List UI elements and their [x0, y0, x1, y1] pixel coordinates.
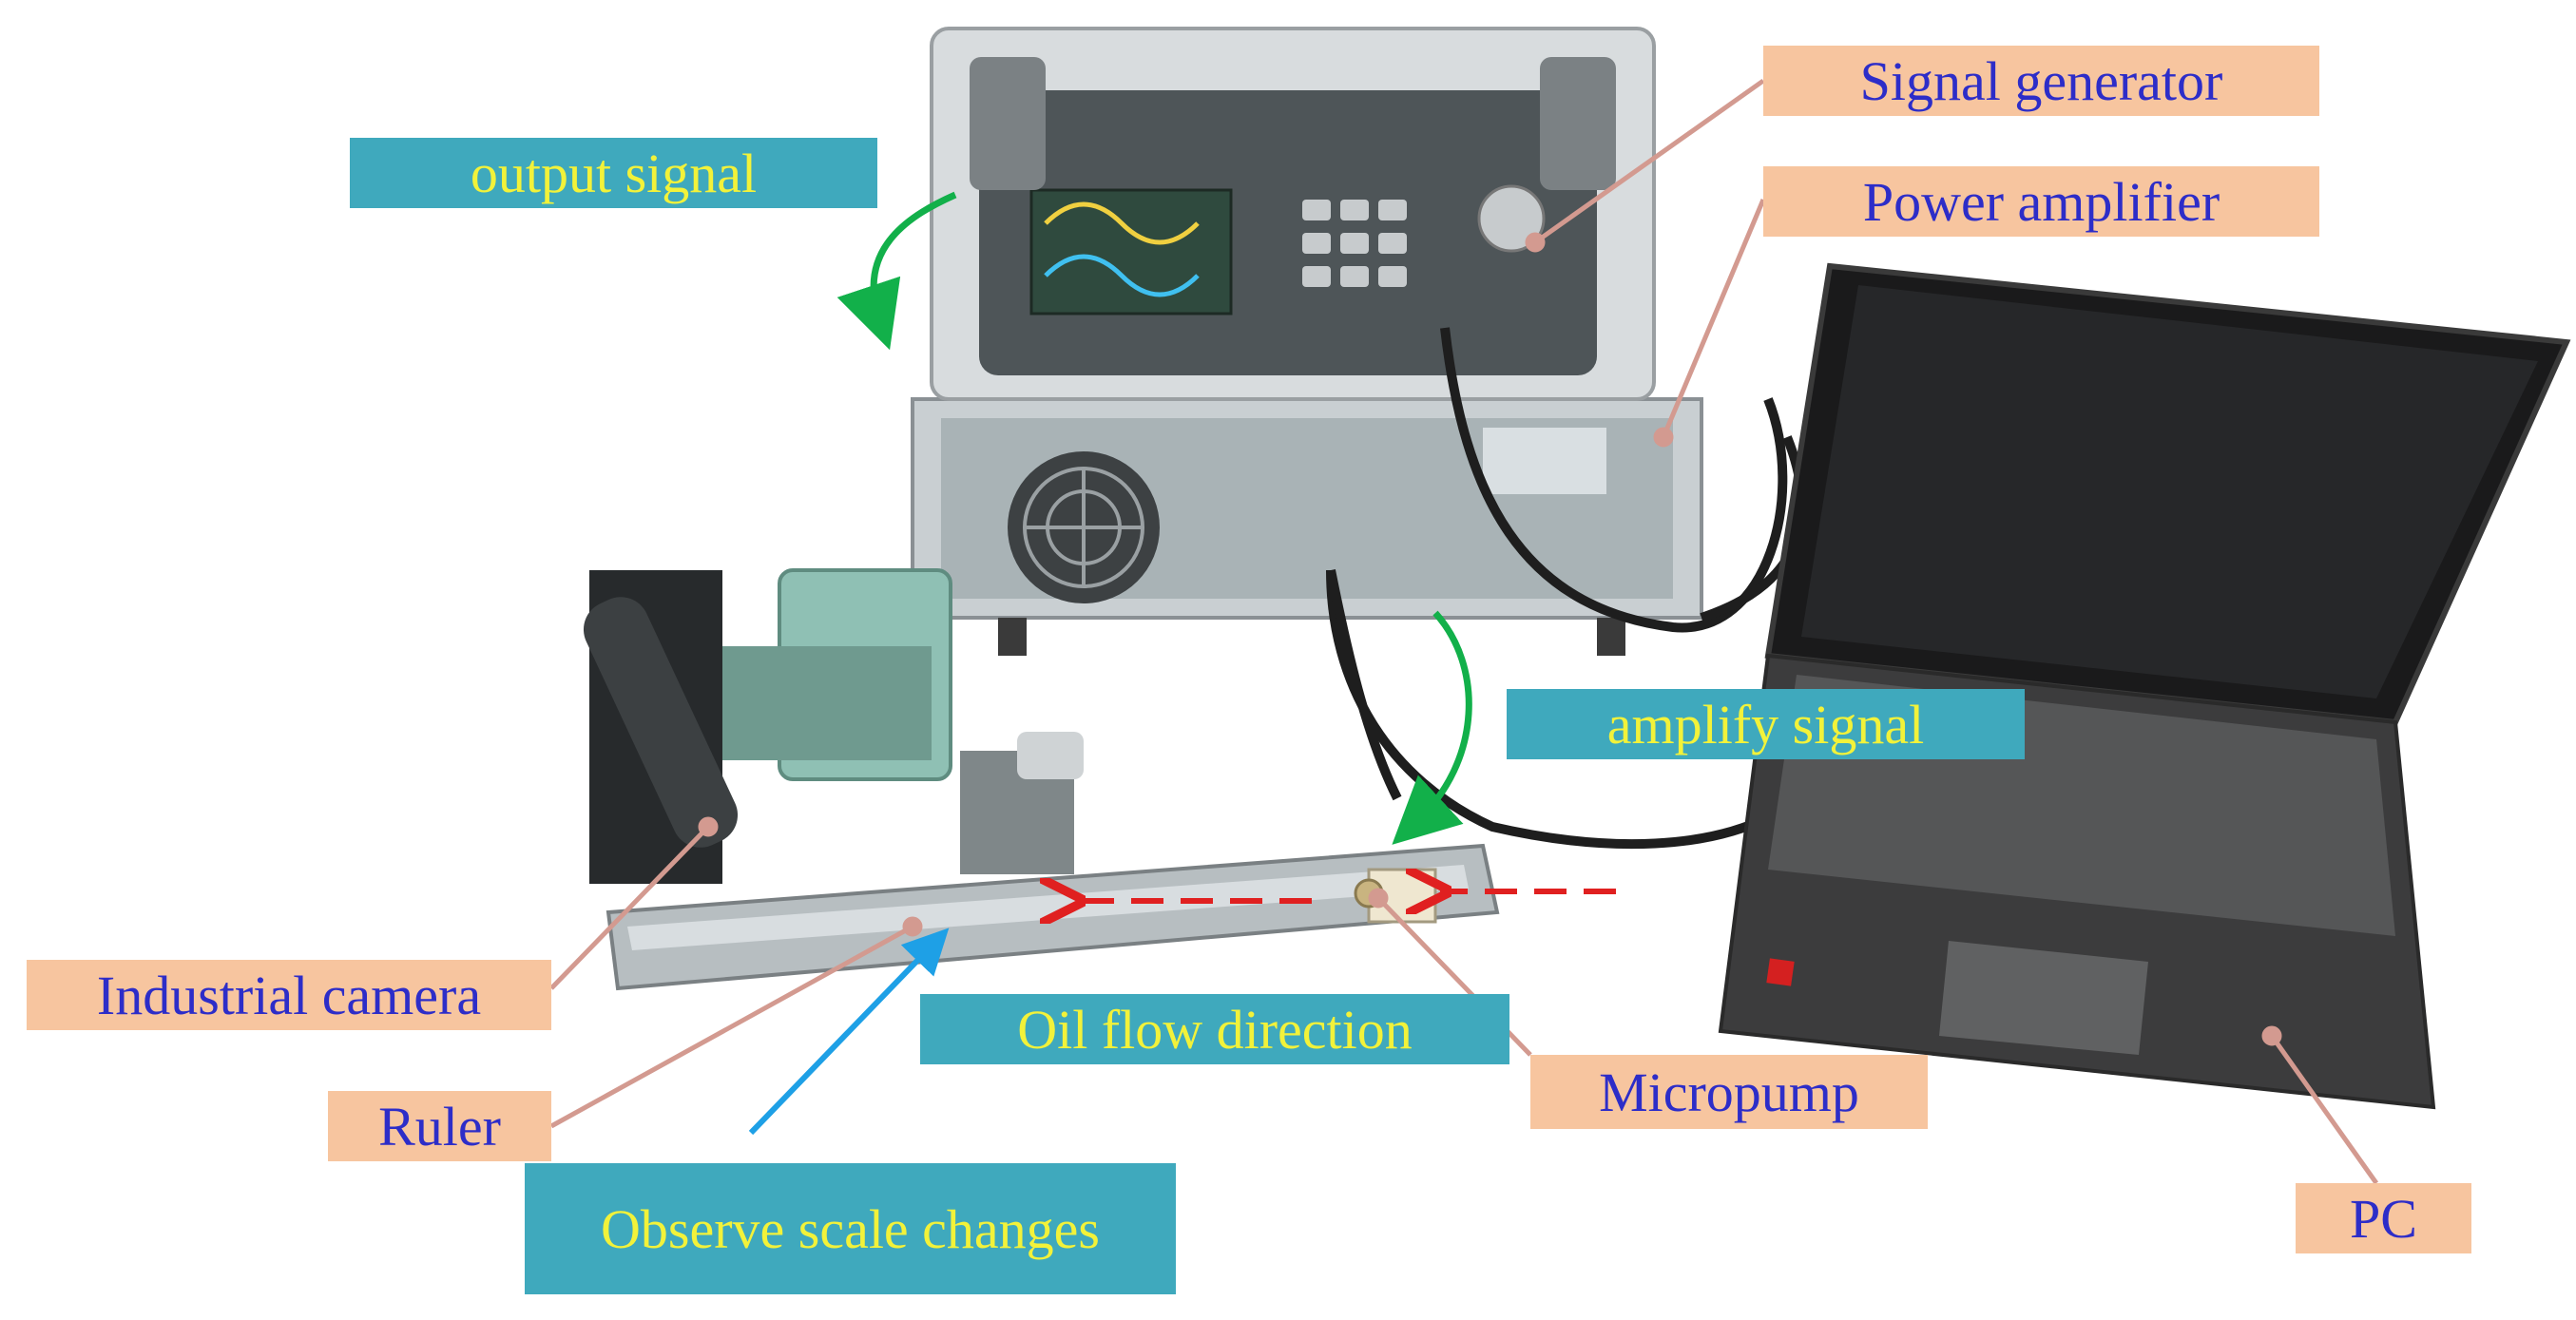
- pc-label: PC: [2296, 1183, 2471, 1253]
- micropump-label: Micropump: [1530, 1055, 1928, 1129]
- output-signal-arrow: [836, 191, 957, 351]
- output-signal-label: output signal: [350, 138, 877, 208]
- oil-flow-direction-label: Oil flow direction: [920, 994, 1509, 1064]
- leader-lines: [549, 78, 2379, 1185]
- industrial-camera-label: Industrial camera: [27, 960, 551, 1030]
- observe-scale-changes-label: Observe scale changes: [525, 1163, 1176, 1294]
- signal-generator-device: [930, 27, 1656, 401]
- observe-scale-arrow: [748, 928, 950, 1136]
- amplify-signal-arrow: [1392, 610, 1472, 845]
- ruler-label: Ruler: [328, 1091, 551, 1161]
- pc-laptop-device: [1718, 262, 2571, 1110]
- signal-generator-label: Signal generator: [1763, 46, 2319, 116]
- micropump-test-bench: [583, 568, 1500, 991]
- power-amplifier-label: Power amplifier: [1763, 166, 2319, 237]
- amplify-signal-label: amplify signal: [1507, 689, 2025, 759]
- power-amplifier-device: [911, 397, 1703, 656]
